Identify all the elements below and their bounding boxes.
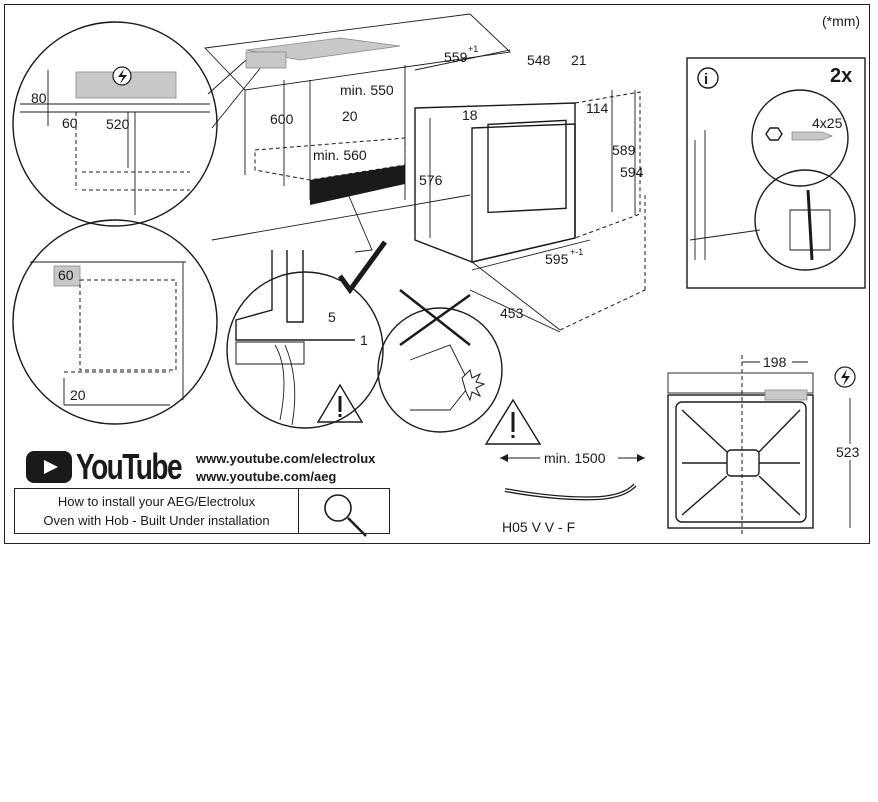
warning-triangle-icon xyxy=(484,398,542,445)
youtube-url-electrolux[interactable]: www.youtube.com/electrolux xyxy=(196,451,376,466)
dim-door-thickness: 21 xyxy=(571,52,587,68)
dim-bottom-gap: 20 xyxy=(70,387,86,403)
dim-cabinet-height: 600 xyxy=(270,111,294,127)
wrong-fit-circle xyxy=(377,289,503,433)
dim-fit-gap-top: 5 xyxy=(328,309,336,325)
info-icon: i xyxy=(697,67,719,89)
youtube-play-icon xyxy=(26,451,72,483)
hob-gray-area xyxy=(245,51,287,69)
screw-size: 4x25 xyxy=(812,115,843,131)
dim-oven-width-top: 559 xyxy=(444,49,468,65)
youtube-url-aeg[interactable]: www.youtube.com/aeg xyxy=(196,469,337,484)
screw-count: 2x xyxy=(830,65,852,87)
dim-top-depth: 114 xyxy=(586,100,609,116)
cross-icon xyxy=(399,289,471,347)
dim-oven-height-total: 594 xyxy=(620,164,644,180)
dim-hob-edge-depth: 60 xyxy=(62,115,78,131)
dim-top-offset: 18 xyxy=(462,107,478,123)
dim-cabinet-min-depth: min. 550 xyxy=(340,82,394,98)
dim-hob-height-right: 523 xyxy=(836,444,860,460)
electric-hazard-icon xyxy=(834,366,856,388)
electric-hazard-icon xyxy=(112,66,132,86)
side-gap-area xyxy=(53,265,81,287)
dim-oven-depth: 453 xyxy=(500,305,524,321)
dim-cable-length: min. 1500 xyxy=(544,450,606,466)
cabinet-vent-strip xyxy=(310,165,405,205)
diagram-frame xyxy=(4,4,870,544)
hob-top-view: 198 523 xyxy=(667,353,866,535)
correct-fit-circle: 5 1 xyxy=(226,250,384,429)
youtube-logo[interactable]: YouTube xyxy=(26,446,211,487)
side-panel-circle: 60 20 xyxy=(12,219,218,425)
dim-hob-recess-depth: 520 xyxy=(106,116,130,132)
checkmark-icon xyxy=(337,240,388,295)
howto-text: How to install your AEG/Electrolux Oven … xyxy=(15,489,299,533)
dim-front-gap: 20 xyxy=(342,108,358,124)
howto-search-cell[interactable] xyxy=(299,489,389,533)
screw-info-box: i 2x 4x25 xyxy=(686,57,866,289)
power-cable: min. 1500 H05 V V - F xyxy=(500,448,645,535)
dim-side-panel-depth: 60 xyxy=(58,267,74,283)
svg-text:i: i xyxy=(704,71,708,88)
howto-box: How to install your AEG/Electrolux Oven … xyxy=(14,488,390,534)
howto-line2: Oven with Hob - Built Under installation xyxy=(43,513,270,528)
dim-hob-gap-height: 80 xyxy=(31,90,47,106)
units-note: (*mm) xyxy=(822,13,860,29)
warning-triangle-icon xyxy=(316,383,364,423)
cable-type-label: H05 V V - F xyxy=(502,519,575,535)
howto-line1: How to install your AEG/Electrolux xyxy=(57,494,256,509)
hob-detail-circle: 80 60 520 xyxy=(12,21,218,227)
dim-oven-height-body: 589 xyxy=(612,142,636,158)
installation-diagram: (*mm) 80 60 520 600 min. 550 xyxy=(12,13,866,537)
dim-oven-width-tol: +-1 xyxy=(570,247,583,257)
dim-oven-width-top-tol: +1 xyxy=(468,44,478,54)
dim-oven-height-front: 576 xyxy=(419,172,443,188)
oven-unit: 559 +1 548 21 18 114 576 589 594 595 +-1… xyxy=(414,44,646,333)
youtube-logo-text: YouTube xyxy=(76,446,183,487)
dim-oven-width: 595 xyxy=(545,251,569,267)
dim-hob-width-center: 198 xyxy=(763,354,787,370)
dim-cabinet-min-width: min. 560 xyxy=(313,147,367,163)
dim-oven-depth-body: 548 xyxy=(527,52,551,68)
dim-fit-gap-bottom: 1 xyxy=(360,332,368,348)
worktop-cabinet: 600 min. 550 20 min. 560 xyxy=(204,13,511,241)
